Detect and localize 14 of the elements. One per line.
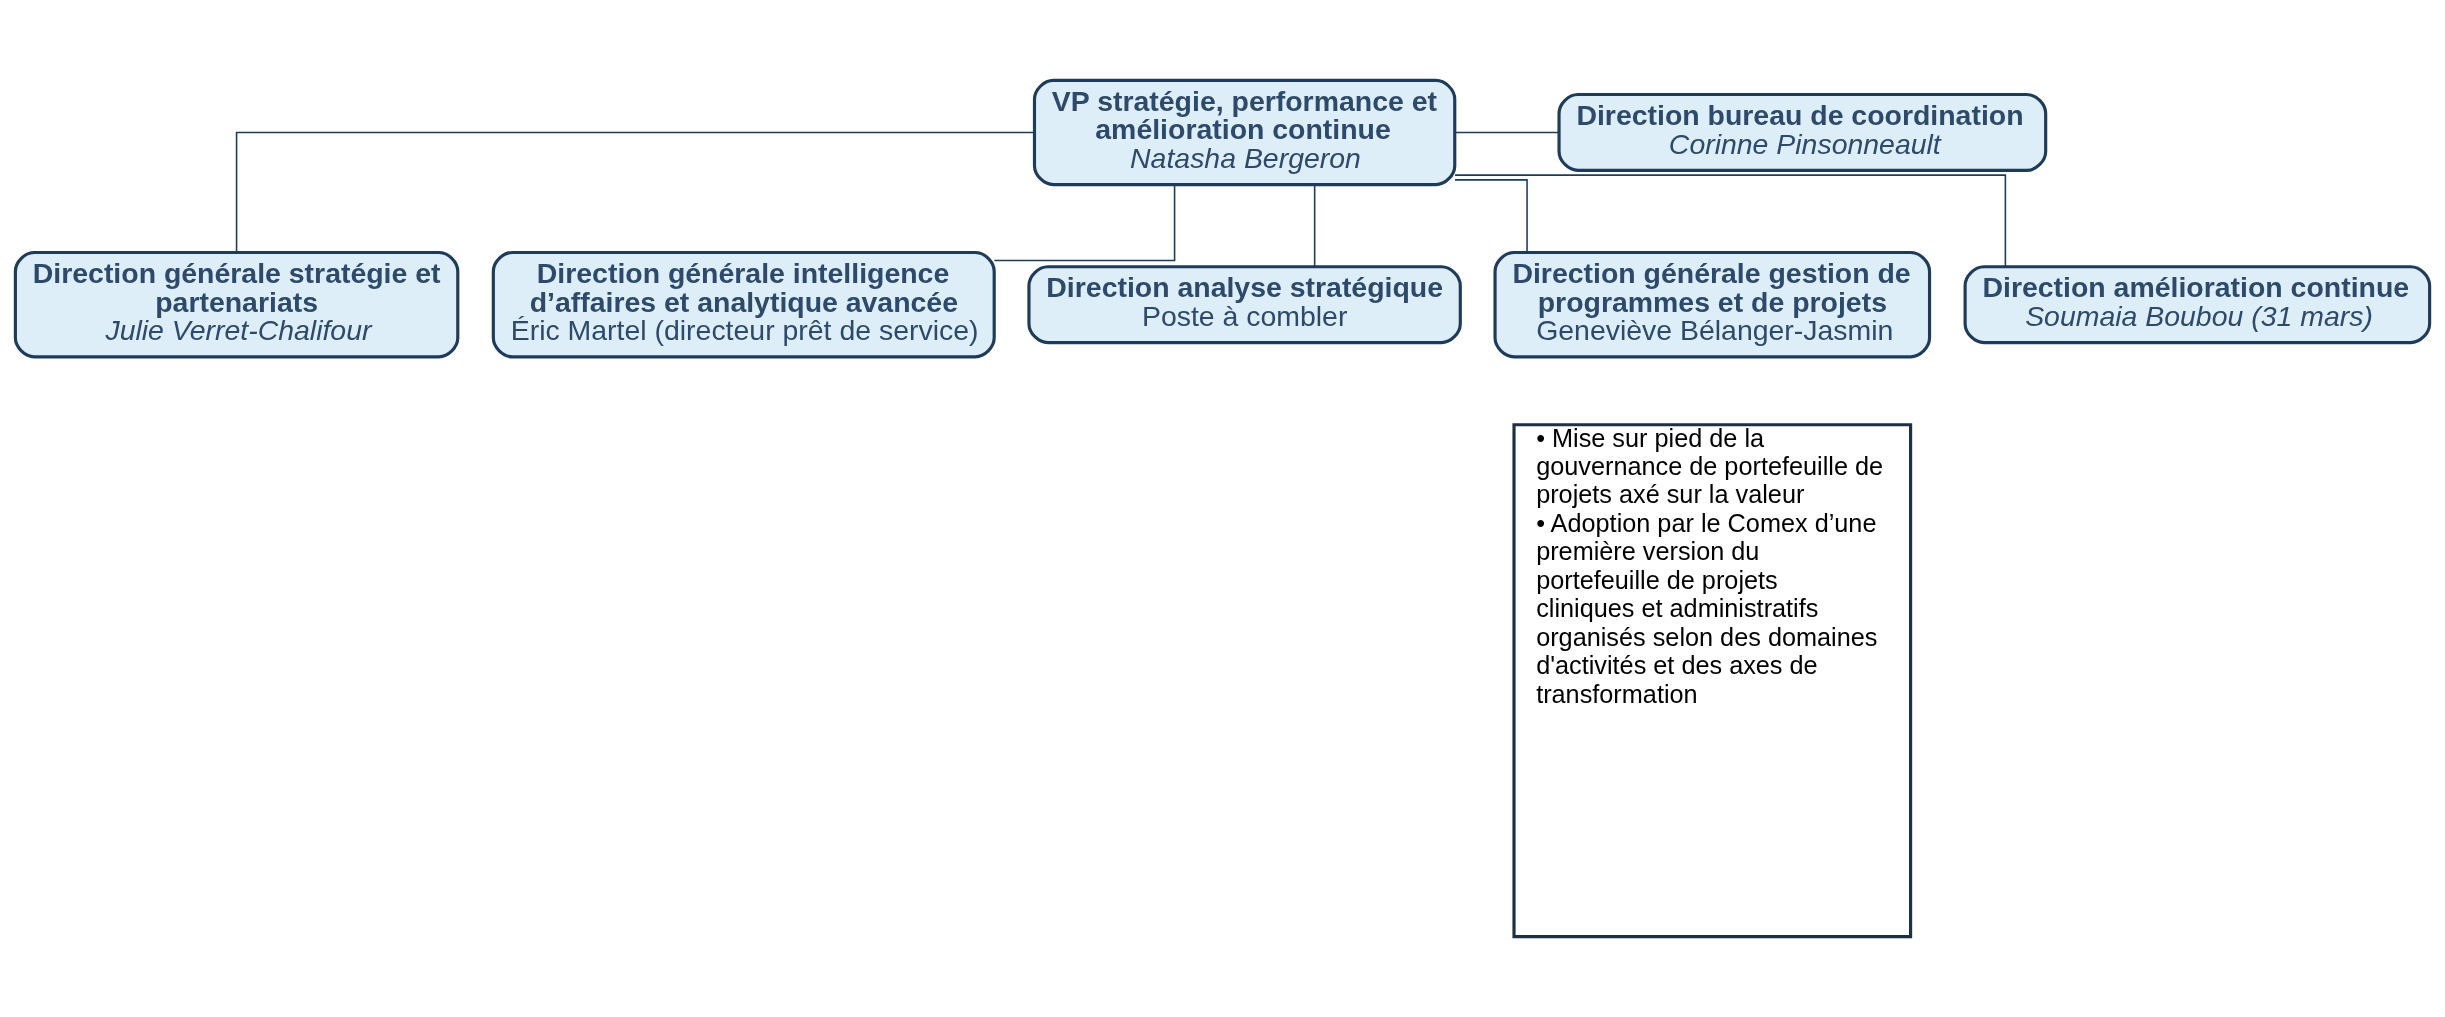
- connector: [1454, 131, 1560, 134]
- node-box: Direction bureau de coordination Corinne Pinsonneault: [1557, 92, 2048, 172]
- connector: [1454, 179, 1528, 254]
- connector: [1454, 174, 2007, 268]
- node-box: VP stratégie, performance et amélioration continue Natasha Bergeron: [1032, 78, 1457, 187]
- node-box: Direction analyse stratégique Poste à combler: [1027, 265, 1462, 345]
- connector: [1313, 184, 1316, 268]
- node-box: Direction générale gestion de programmes et de projets Geneviève Bélanger-Jasmin: [1493, 250, 1932, 359]
- node-box: Direction amélioration continue Soumaia Boubou (31 mars): [1963, 265, 2432, 345]
- node-box: Direction générale intelligence d’affaires et analytique avancée Éric Martel (directeur prêt de service): [491, 250, 996, 359]
- connector: [235, 131, 1035, 253]
- node-box: Direction générale stratégie et partenariats Julie Verret-Chalifour: [13, 250, 460, 359]
- node-box: • Mise sur pied de la gouvernance de portefeuille de projets axé sur la valeur • Adoption par le Comex d’une première version du portefeuille de projets cliniques et administratifs organisés selon des domaines d'activités et des axes de transformation: [1512, 423, 1913, 939]
- connector: [993, 184, 1176, 262]
